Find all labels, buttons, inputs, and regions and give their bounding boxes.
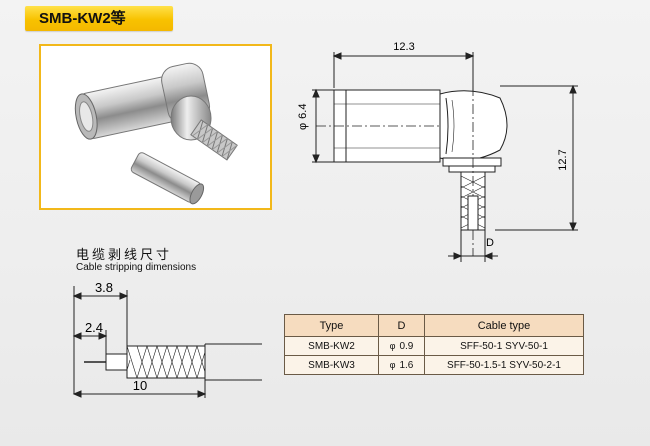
phi-symbol: φ xyxy=(389,340,396,351)
diameter-value: 6.4 xyxy=(297,104,309,119)
height-dimension-label: 12.7 xyxy=(557,149,569,170)
head-contour xyxy=(451,99,455,153)
table-header-row: Type D Cable type xyxy=(284,314,584,337)
diameter-symbol: φ xyxy=(297,123,309,130)
header-type: Type xyxy=(284,314,379,337)
dim-arrows-height xyxy=(569,84,577,232)
product-title: SMB-KW2等 xyxy=(25,6,173,31)
cell-type: SMB-KW2 xyxy=(284,336,379,356)
connector-photo-illustration xyxy=(74,62,238,205)
strip-arrows-2-4 xyxy=(72,332,108,340)
stripping-title-cn: 电缆剥线尺寸 xyxy=(76,247,173,262)
cell-cable-type: SFF-50-1.5-1 SYV-50-2-1 xyxy=(424,355,584,375)
stem-collar xyxy=(448,165,496,173)
connector-body xyxy=(333,89,441,163)
connector-head xyxy=(439,90,508,162)
product-photo xyxy=(39,44,272,210)
strip-dim-label-2-4: 2.4 xyxy=(85,320,103,335)
dim-arrows-d xyxy=(453,252,493,260)
cell-cable-type: SFF-50-1 SYV-50-1 xyxy=(424,336,584,356)
strip-arrows-3-8 xyxy=(72,292,129,300)
stem-flange xyxy=(442,157,502,167)
dim-arrows-diameter xyxy=(312,88,320,164)
strip-dim-label-10: 10 xyxy=(133,378,147,393)
dim-arrows-length xyxy=(332,52,475,60)
cell-d-value: 0.9 xyxy=(399,340,414,352)
cell-type: SMB-KW3 xyxy=(284,355,379,375)
diameter-dimension-label: φ 6.4 xyxy=(297,104,309,130)
head-contour xyxy=(445,97,449,155)
d-dimension-label: D xyxy=(486,237,494,249)
length-dimension-label: 12.3 xyxy=(393,41,414,53)
strip-dim-label-3-8: 3.8 xyxy=(95,280,113,295)
header-cable-type: Cable type xyxy=(424,314,584,337)
stripping-title-en: Cable stripping dimensions xyxy=(76,262,197,273)
stem-slot xyxy=(467,195,479,231)
header-d: D xyxy=(378,314,425,337)
phi-symbol: φ xyxy=(389,359,396,370)
strip-arrows-10 xyxy=(72,390,207,398)
braid-pattern xyxy=(126,345,206,379)
cell-d-value: 1.6 xyxy=(399,359,414,371)
dielectric xyxy=(105,353,128,371)
outer-jacket xyxy=(205,343,262,381)
